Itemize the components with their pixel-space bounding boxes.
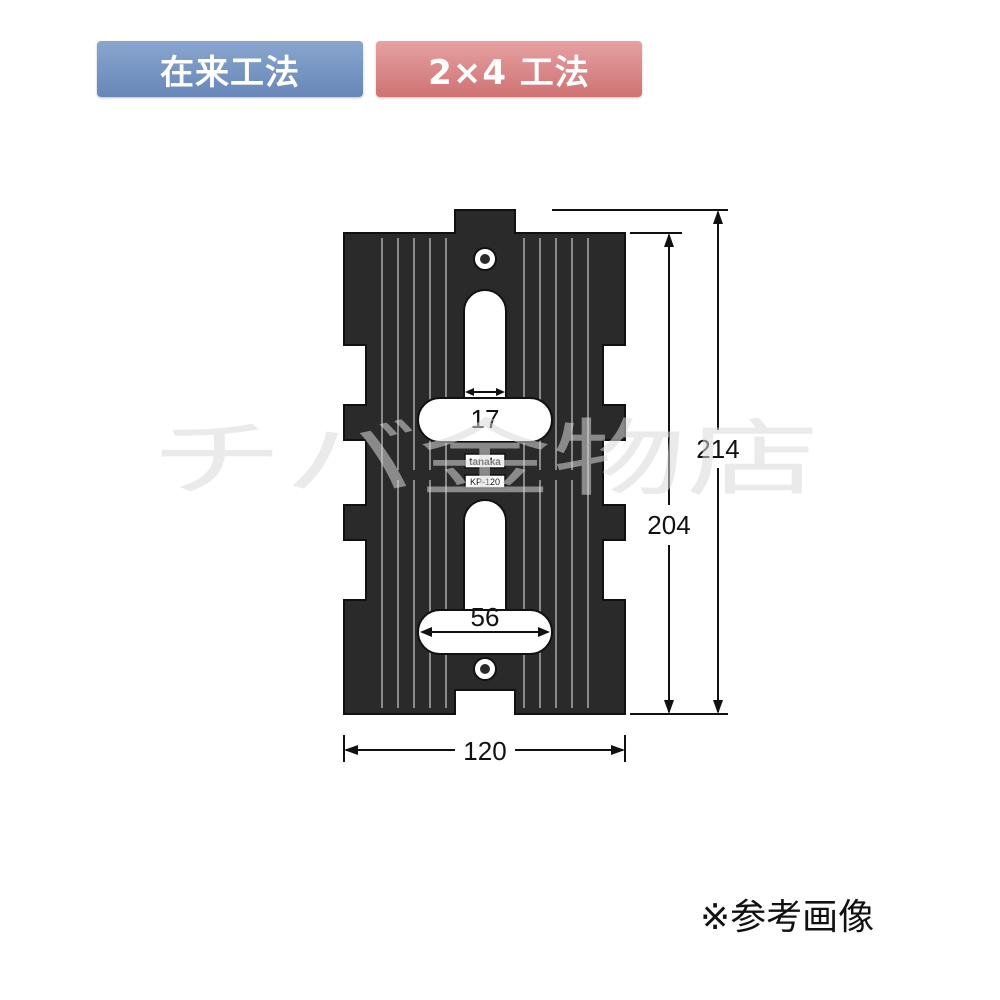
model-plate xyxy=(464,474,506,489)
horizontal-slot-upper xyxy=(417,397,553,443)
screw-hole-top xyxy=(473,247,497,271)
watermark: チバ金物店 xyxy=(150,410,820,508)
dimension-inner-height: 204 xyxy=(647,510,690,540)
dimension-slot-length: 56 xyxy=(471,602,500,632)
badge-2x4-method: 2×4 工法 xyxy=(376,41,642,97)
dimension-56 xyxy=(420,627,550,637)
reference-image-note: ※参考画像 xyxy=(700,897,875,938)
dimension-slot-width: 17 xyxy=(471,404,500,434)
model-label: KP-120 xyxy=(470,477,500,487)
dimension-total-height: 214 xyxy=(696,434,739,464)
brand-mark: tanaka xyxy=(469,457,501,468)
dimension-17 xyxy=(465,388,505,396)
dimension-214 xyxy=(552,209,728,715)
badge-conventional-method: 在来工法 xyxy=(97,41,363,97)
brand-mark-plate xyxy=(464,453,506,469)
screw-hole-bottom xyxy=(473,657,497,681)
dimension-width: 120 xyxy=(463,736,506,766)
dimension-120 xyxy=(343,735,626,762)
